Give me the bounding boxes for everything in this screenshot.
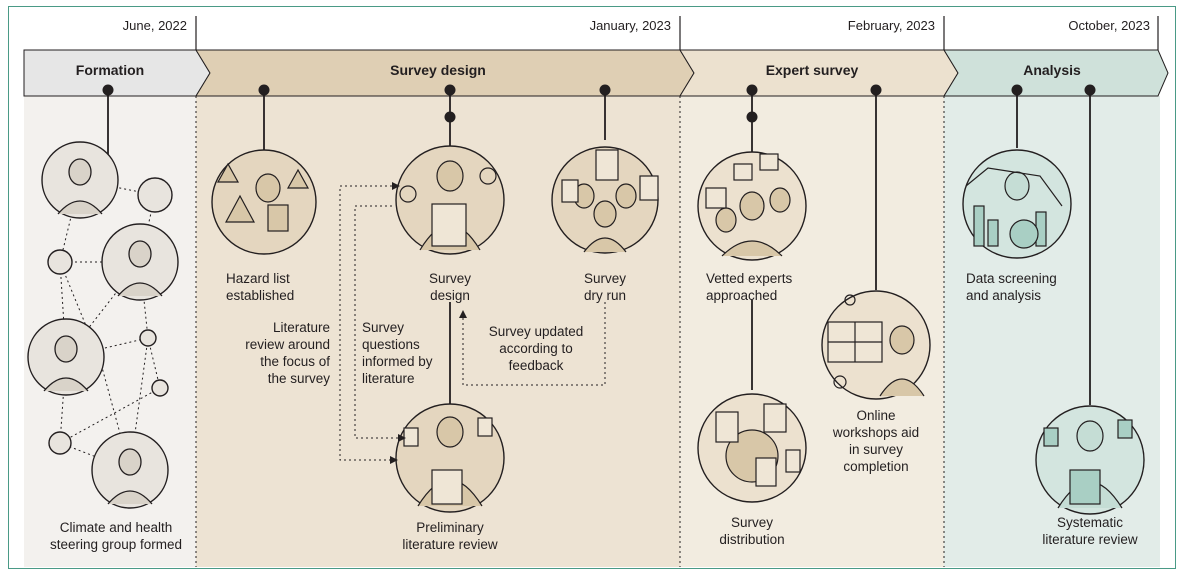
phase-survey-design: Survey design — [390, 62, 486, 78]
survey-design-icon — [395, 145, 505, 255]
phase-analysis: Analysis — [1023, 62, 1081, 78]
hazard-icon — [211, 149, 317, 255]
date-june-2022: June, 2022 — [122, 18, 187, 33]
date-february-2023: February, 2023 — [847, 18, 935, 33]
formation-node — [102, 84, 114, 96]
empty-node-icon — [139, 329, 157, 347]
date-january-2023: January, 2023 — [589, 18, 671, 33]
phase-expert-survey: Expert survey — [765, 62, 859, 78]
empty-node-icon — [47, 249, 73, 275]
date-october-2023: October, 2023 — [1068, 18, 1150, 33]
phase-formation: Formation — [75, 62, 145, 78]
empty-node-icon — [48, 431, 72, 455]
empty-node-icon — [137, 177, 173, 213]
empty-node-icon — [151, 379, 169, 397]
figure-frame — [8, 6, 1176, 569]
systematic-review-icon — [1035, 405, 1145, 515]
